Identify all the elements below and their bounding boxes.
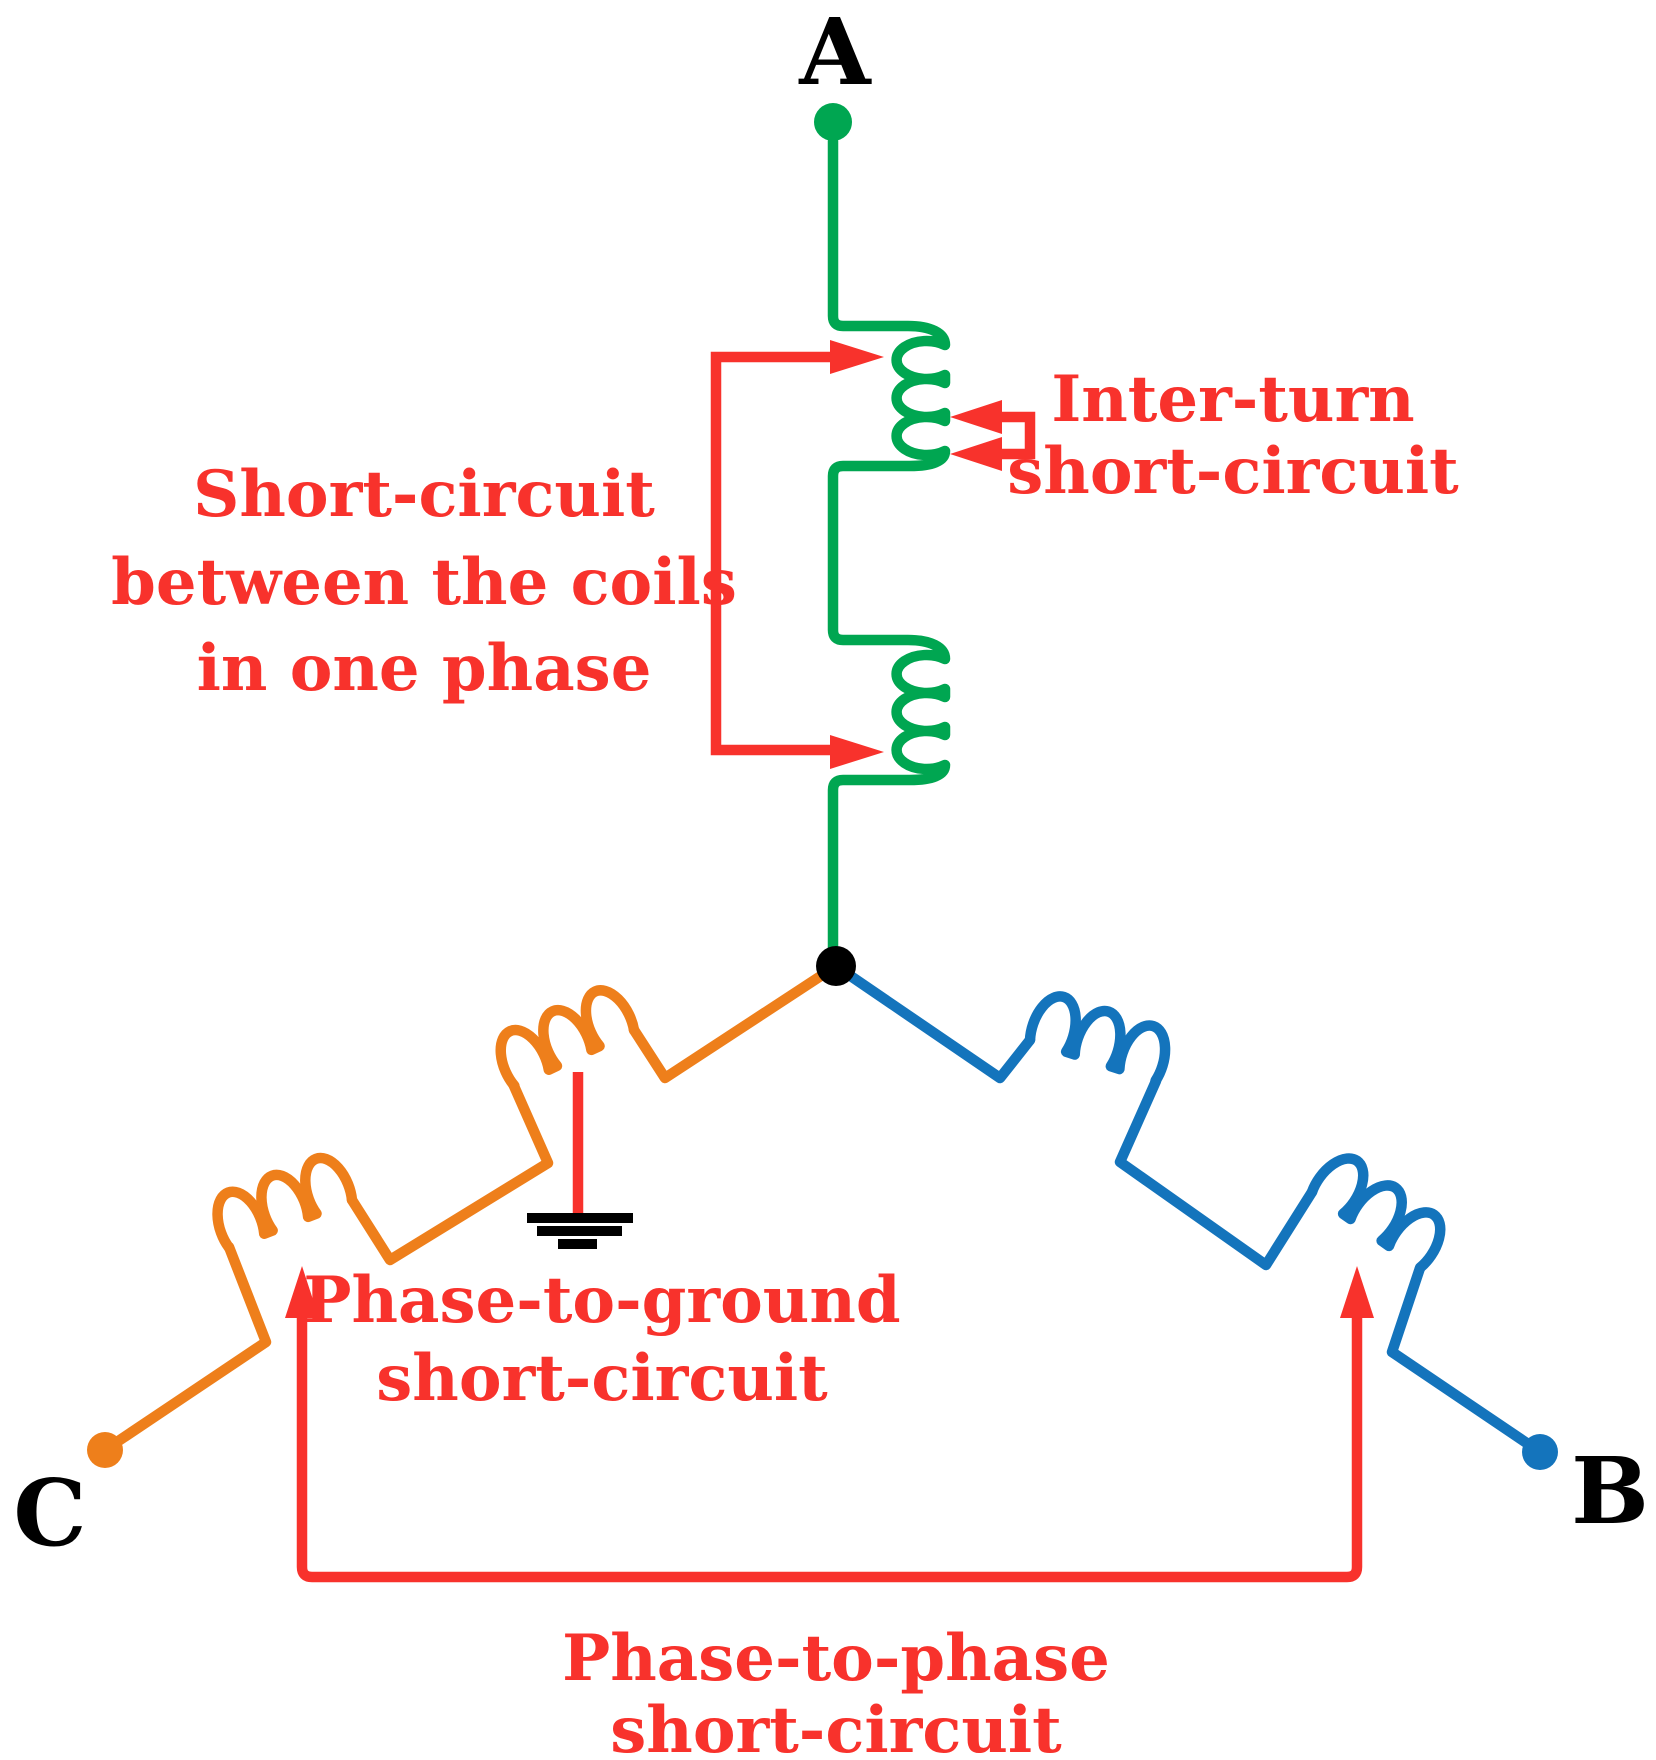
- phase-c-coil-upper: [495, 985, 640, 1092]
- ground-icon: [527, 1213, 633, 1249]
- phase-b-wire-middle: [1114, 1075, 1318, 1271]
- phase-c-wire-upper: [628, 960, 842, 1084]
- phase-to-ground-label: Phase-to-ground short-circuit: [303, 1263, 900, 1416]
- phase-to-ground-label-line2: short-circuit: [376, 1341, 828, 1416]
- phase-b-wire-upper: [830, 960, 1036, 1084]
- phase-c-wire-lower: [99, 1241, 272, 1456]
- phase-c-wire-middle: [346, 1080, 554, 1266]
- phase-to-phase-label: Phase-to-phase short-circuit: [562, 1621, 1110, 1760]
- phase-b-coil-upper: [1024, 991, 1171, 1087]
- between-coils-label: Short-circuit between the coils in one p…: [111, 457, 737, 706]
- phase-to-phase-fault: [285, 1266, 1374, 1583]
- phase-c-coil-upper-loops: [495, 985, 640, 1092]
- phase-b-coil-lower-loops: [1306, 1153, 1446, 1273]
- phase-to-ground-fault: [527, 1072, 633, 1249]
- phase-c-coil-lower-loops: [212, 1152, 358, 1253]
- inter-turn-bracket: [998, 411, 1036, 460]
- terminal-a-dot: [814, 103, 852, 141]
- phase-to-phase-arrow-right-icon: [1340, 1266, 1374, 1318]
- between-coils-arrow-top-icon: [830, 340, 884, 374]
- terminal-c-dot: [87, 1432, 123, 1468]
- phase-a-winding: [827, 135, 951, 972]
- terminal-a-label: A: [798, 0, 872, 106]
- between-coils-label-line3: in one phase: [197, 631, 652, 706]
- inter-turn-arrow-top-icon: [950, 400, 1002, 434]
- terminal-b-label: B: [1571, 1437, 1649, 1545]
- neutral-point-dot: [816, 946, 856, 986]
- inter-turn-label-line1: Inter-turn: [1051, 362, 1414, 437]
- phase-c-winding: [99, 960, 842, 1456]
- phase-b-wire-lower: [1386, 1262, 1546, 1458]
- inter-turn-label: Inter-turn short-circuit: [1007, 362, 1459, 509]
- between-coils-fault: [710, 340, 884, 769]
- inter-turn-arrow-bottom-icon: [950, 437, 1002, 471]
- phase-b-coil-lower: [1306, 1153, 1446, 1273]
- terminal-b-dot: [1522, 1434, 1558, 1470]
- phase-to-phase-label-line2: short-circuit: [610, 1693, 1062, 1760]
- phase-a-wire-with-coils: [827, 135, 951, 972]
- phase-to-phase-label-line1: Phase-to-phase: [562, 1621, 1110, 1696]
- phase-to-phase-arrow-left-icon: [285, 1266, 319, 1318]
- inter-turn-fault: [950, 400, 1036, 471]
- phase-c-coil-lower: [212, 1152, 358, 1253]
- phase-to-phase-link: [296, 1310, 1363, 1583]
- inter-turn-label-line2: short-circuit: [1007, 434, 1459, 509]
- between-coils-label-line2: between the coils: [111, 545, 737, 620]
- phase-b-winding: [830, 960, 1546, 1458]
- phase-b-coil-upper-loops: [1024, 991, 1171, 1087]
- between-coils-bracket: [710, 351, 832, 756]
- phase-to-ground-label-line1: Phase-to-ground: [303, 1263, 900, 1338]
- between-coils-arrow-bottom-icon: [830, 735, 884, 769]
- terminal-c-label: C: [13, 1459, 86, 1567]
- between-coils-label-line1: Short-circuit: [193, 457, 655, 532]
